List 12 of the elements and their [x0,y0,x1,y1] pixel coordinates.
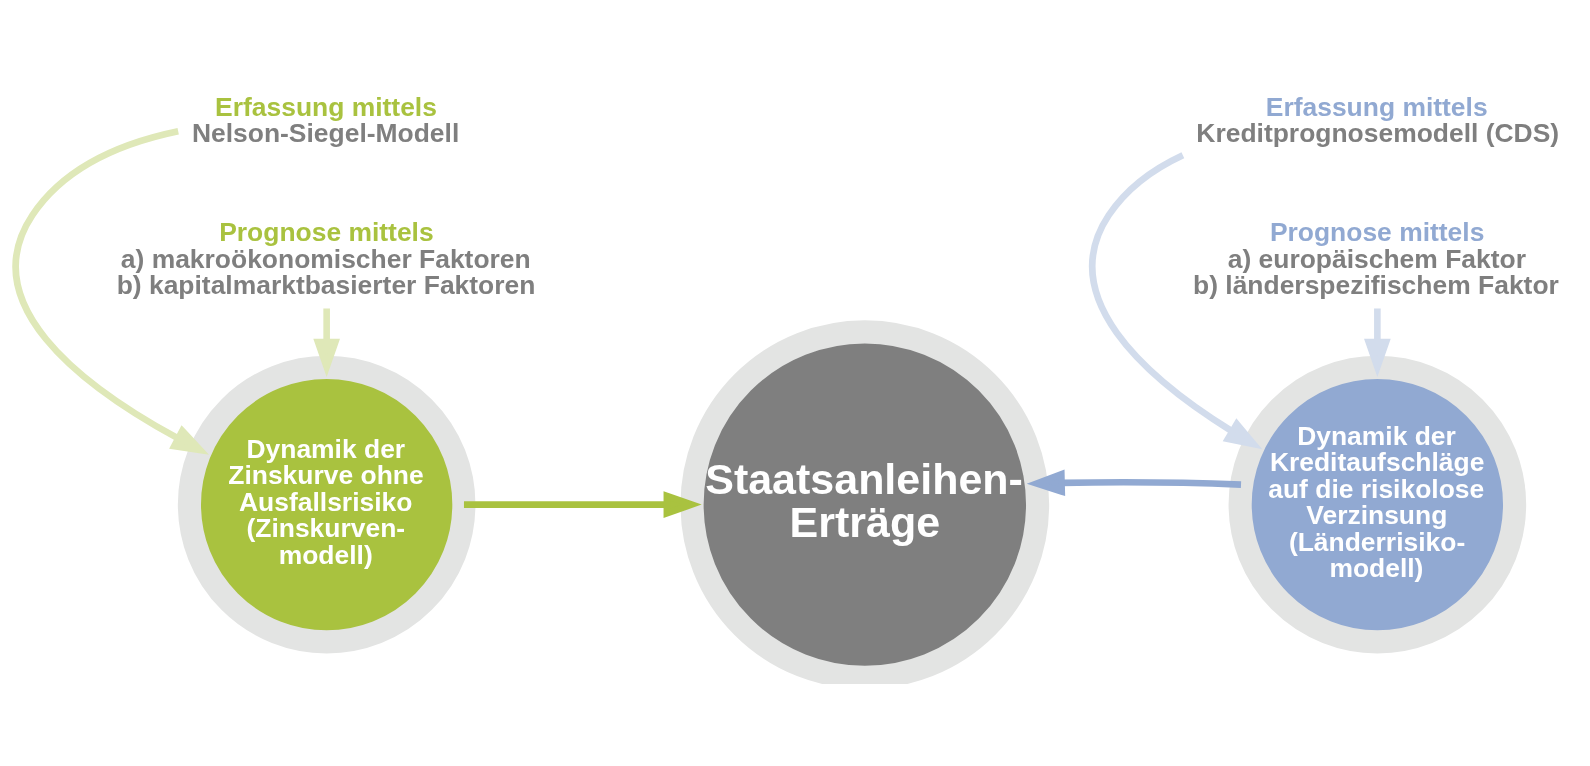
arrow [1026,468,1242,496]
arrow [1089,151,1263,449]
node-text: Erfassung mittels Nelson-Siegel-Modell [191,91,460,148]
arrow [463,490,702,518]
node-circle: Staatsanleihen- Erträge [680,319,1050,684]
node-circle: Dynamik der Kreditaufschläge auf die risikolose Verzinsung (Länderrisiko- modell) [1228,355,1527,653]
node-text: Prognose mittels a) makroökonomischer Faktoren b) kapitalmarktbasierter Faktoren [116,216,536,300]
node-circle: Dynamik der Zinskurve ohne Ausfallsrisiko (Zinskurven- modell) [177,355,476,653]
arrow [12,127,210,455]
arrow [313,308,340,377]
node-text: Erfassung mittels Kreditprognosemodell (CDS) [1196,91,1560,148]
node-text: Prognose mittels a) europäischem Faktor b) länderspezifischem Faktor [1193,216,1559,300]
